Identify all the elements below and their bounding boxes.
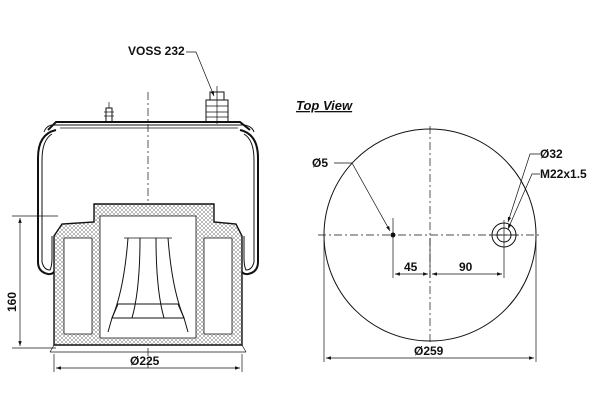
height-dimension: 160	[5, 215, 58, 349]
voss-connector	[205, 86, 229, 124]
port-outer-label: Ø32	[540, 147, 563, 161]
piston-diameter-label: Ø225	[130, 354, 160, 368]
port-thread-label: M22x1.5	[540, 167, 587, 181]
piston	[49, 203, 247, 353]
piston-diameter-dimension: Ø225	[53, 354, 243, 372]
connector-leader	[186, 51, 215, 97]
piston-inner-ribs	[107, 237, 189, 333]
top-view-title: Top View	[296, 98, 353, 113]
port-thread-leader	[507, 173, 540, 230]
port-outer-leader	[507, 153, 540, 223]
top-view: Top View Ø5 Ø32 M22x1.5 45 90	[296, 98, 587, 362]
top-diameter-dimension: Ø259	[323, 240, 537, 362]
side-view: VOSS 232 160 Ø225	[5, 44, 259, 372]
top-diameter-label: Ø259	[414, 344, 444, 358]
height-dim-label: 160	[5, 292, 19, 312]
small-hole-label: Ø5	[312, 156, 328, 170]
mounting-stud	[104, 102, 114, 123]
small-hole-leader	[334, 162, 391, 232]
offset-dimensions: 45 90	[395, 238, 502, 278]
offset-left-label: 45	[404, 260, 418, 274]
top-bead-plate	[43, 121, 255, 133]
offset-right-label: 90	[459, 260, 473, 274]
port-hole	[489, 220, 519, 278]
connector-label: VOSS 232	[128, 44, 185, 58]
